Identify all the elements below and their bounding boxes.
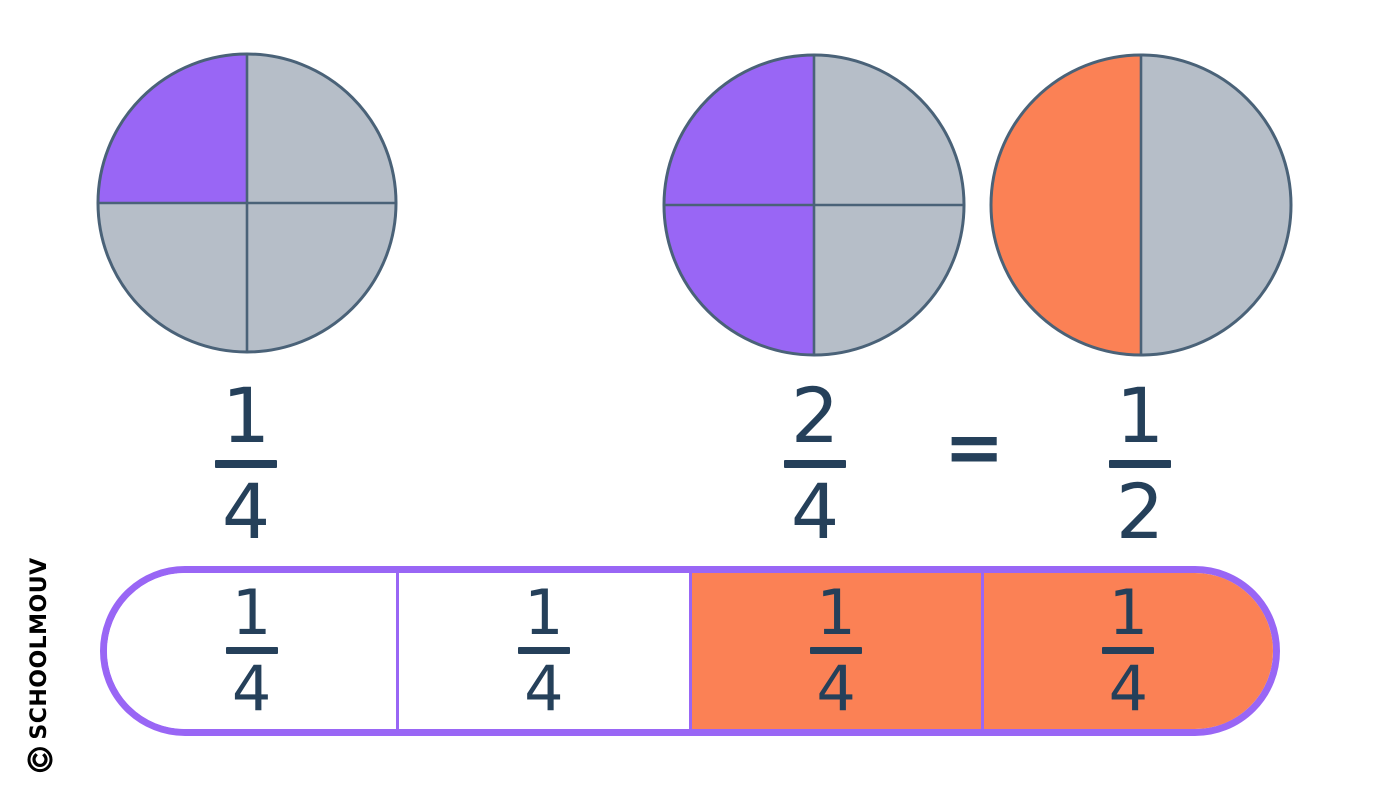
fraction-denominator: 2 [1115, 467, 1165, 556]
tape-segment[interactable]: 1 4 [396, 573, 689, 729]
fraction-denominator: 4 [1108, 652, 1149, 725]
fraction-label-two-quarters: 2 4 [765, 378, 865, 550]
quarters-tape-diagram: 1 4 1 4 1 4 1 4 [100, 566, 1280, 736]
watermark-brand-text: SCHOOLMOUV [27, 557, 52, 740]
fraction-numerator: 1 [524, 576, 564, 649]
fraction-denominator: 4 [790, 467, 840, 556]
one-quarter-pie [94, 50, 400, 361]
tape-segment[interactable]: 1 4 [688, 573, 981, 729]
tape-segment-fraction: 1 4 [517, 576, 570, 725]
tape-segment-fraction: 1 4 [810, 576, 863, 725]
fraction-label-one-quarter: 1 4 [196, 378, 296, 550]
fraction-divider [1102, 647, 1155, 654]
fraction-divider [1109, 460, 1171, 468]
fraction-label-one-half: 1 2 [1090, 378, 1190, 550]
two-quarters-pie [659, 50, 969, 365]
fraction-divider [225, 647, 278, 654]
fraction-divider [215, 460, 277, 468]
watermark-schoolmouv: SCHOOLMOUV [8, 540, 72, 790]
fraction-numerator: 1 [1115, 371, 1165, 460]
fraction-divider [517, 647, 570, 654]
tape-segment[interactable]: 1 4 [980, 573, 1273, 729]
fraction-numerator: 1 [1108, 576, 1149, 649]
fraction-denominator: 4 [524, 652, 564, 725]
tape-segment-fraction: 1 4 [225, 576, 278, 725]
fraction-denominator: 4 [231, 652, 272, 725]
fraction-numerator: 1 [221, 371, 271, 460]
fraction-numerator: 1 [231, 576, 272, 649]
fraction-denominator: 4 [221, 467, 271, 556]
fraction-divider [784, 460, 846, 468]
equals-sign: = [944, 405, 1005, 489]
fraction-numerator: 1 [816, 576, 856, 649]
tape-segment[interactable]: 1 4 [107, 573, 397, 729]
fraction-denominator: 4 [816, 652, 856, 725]
tape-segment-fraction: 1 4 [1102, 576, 1155, 725]
one-half-pie [986, 50, 1296, 365]
fraction-divider [810, 647, 863, 654]
fraction-numerator: 2 [790, 371, 840, 460]
copyright-icon [27, 747, 53, 773]
